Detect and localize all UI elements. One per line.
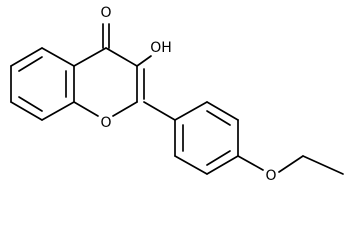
pyranone-ring — [73, 47, 145, 117]
ring-oxygen-label: O — [100, 115, 111, 131]
structural-formula: O OH O O — [10, 5, 344, 184]
carbonyl-oxygen-label: O — [100, 5, 111, 21]
aryl-link-bond — [143, 101, 176, 121]
phenyl-ring — [174, 101, 239, 175]
hydroxyl-label: OH — [150, 40, 172, 56]
hydroxyl-bond — [136, 55, 152, 67]
carbonyl-bond — [102, 23, 110, 49]
ethoxy-chain — [237, 155, 344, 175]
benzo-ring — [10, 47, 75, 121]
ether-oxygen-label: O — [265, 168, 276, 184]
